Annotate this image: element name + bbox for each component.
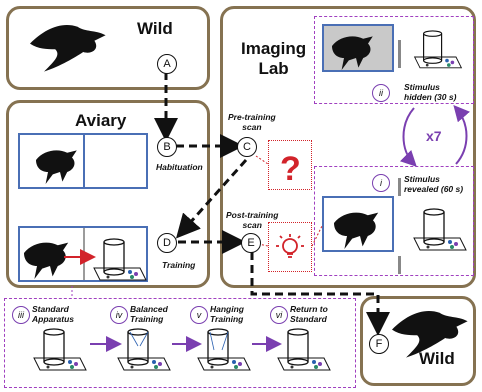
node-iii: iii (12, 306, 30, 324)
hidden-stimulus-box (314, 16, 474, 104)
training-apparatus-icon (93, 238, 147, 281)
node-d: D (157, 233, 177, 253)
node-i: i (372, 174, 390, 192)
hidden-crow-icon (332, 36, 373, 70)
hidden-apparatus-icon (414, 30, 462, 69)
step-balanced-label: Balanced Training (130, 304, 168, 324)
standard-apparatus-icon (33, 328, 87, 371)
arrow-c-to-d (176, 159, 248, 239)
wild-crow-icon (30, 25, 106, 72)
revealed-barrier-top (398, 178, 401, 196)
wild-top-panel: Wild (6, 6, 210, 90)
revealed-stimulus-box (314, 166, 474, 276)
cycle-arrow-right (453, 104, 470, 165)
revealed-barrier-bottom (398, 256, 401, 274)
habituation-divider (83, 135, 85, 187)
return-apparatus-icon (277, 328, 331, 371)
post-training-scan-label: Post-training scan (226, 210, 279, 230)
hanging-apparatus-icon (197, 328, 251, 371)
imaging-lab-title: Imaging Lab (241, 39, 307, 78)
node-v: v (190, 306, 208, 324)
hanging-strings (129, 331, 229, 351)
step-standard-label: Standard Apparatus (32, 304, 75, 324)
balanced-apparatus-icon (117, 328, 171, 371)
arrow-e-to-f (250, 252, 390, 336)
habituation-crow-icon (36, 150, 77, 184)
stimulus-revealed-label: Stimulus revealed (60 s) (404, 174, 464, 194)
lightbulb-box (268, 222, 312, 272)
node-f: F (369, 334, 389, 354)
training-crow-icon (24, 242, 69, 279)
wild-top-title: Wild (137, 19, 173, 38)
step-return-label: Return to Standard (290, 304, 328, 324)
node-ii: ii (372, 84, 390, 102)
training-label: Training (162, 260, 196, 270)
released-crow-icon (392, 311, 468, 358)
node-c: C (237, 137, 257, 157)
aviary-title: Aviary (75, 111, 127, 130)
revealed-apparatus-icon (413, 208, 467, 251)
node-vi: vi (270, 306, 288, 324)
node-e: E (241, 233, 261, 253)
pre-training-scan-label: Pre-training scan (228, 112, 276, 132)
node-b: B (157, 137, 177, 157)
revealed-crow-icon (334, 212, 379, 249)
cycle-arrow-left (399, 107, 417, 167)
wild-bottom-title: Wild (419, 349, 455, 368)
node-a: A (157, 54, 177, 74)
bulb-to-screen-link (311, 225, 323, 247)
step-hanging-label: Hanging Training (210, 304, 244, 324)
training-strip (4, 298, 356, 388)
lightbulb-icon (276, 234, 304, 258)
hidden-barrier (398, 40, 401, 68)
c-to-question-link (255, 155, 269, 165)
question-box (268, 140, 312, 190)
question-icon: ? (280, 150, 301, 188)
habituation-label: Habituation (156, 162, 203, 172)
stimulus-hidden-label: Stimulus hidden (30 s) (404, 82, 457, 102)
repeat-count-label: x7 (426, 128, 442, 144)
node-iv: iv (110, 306, 128, 324)
